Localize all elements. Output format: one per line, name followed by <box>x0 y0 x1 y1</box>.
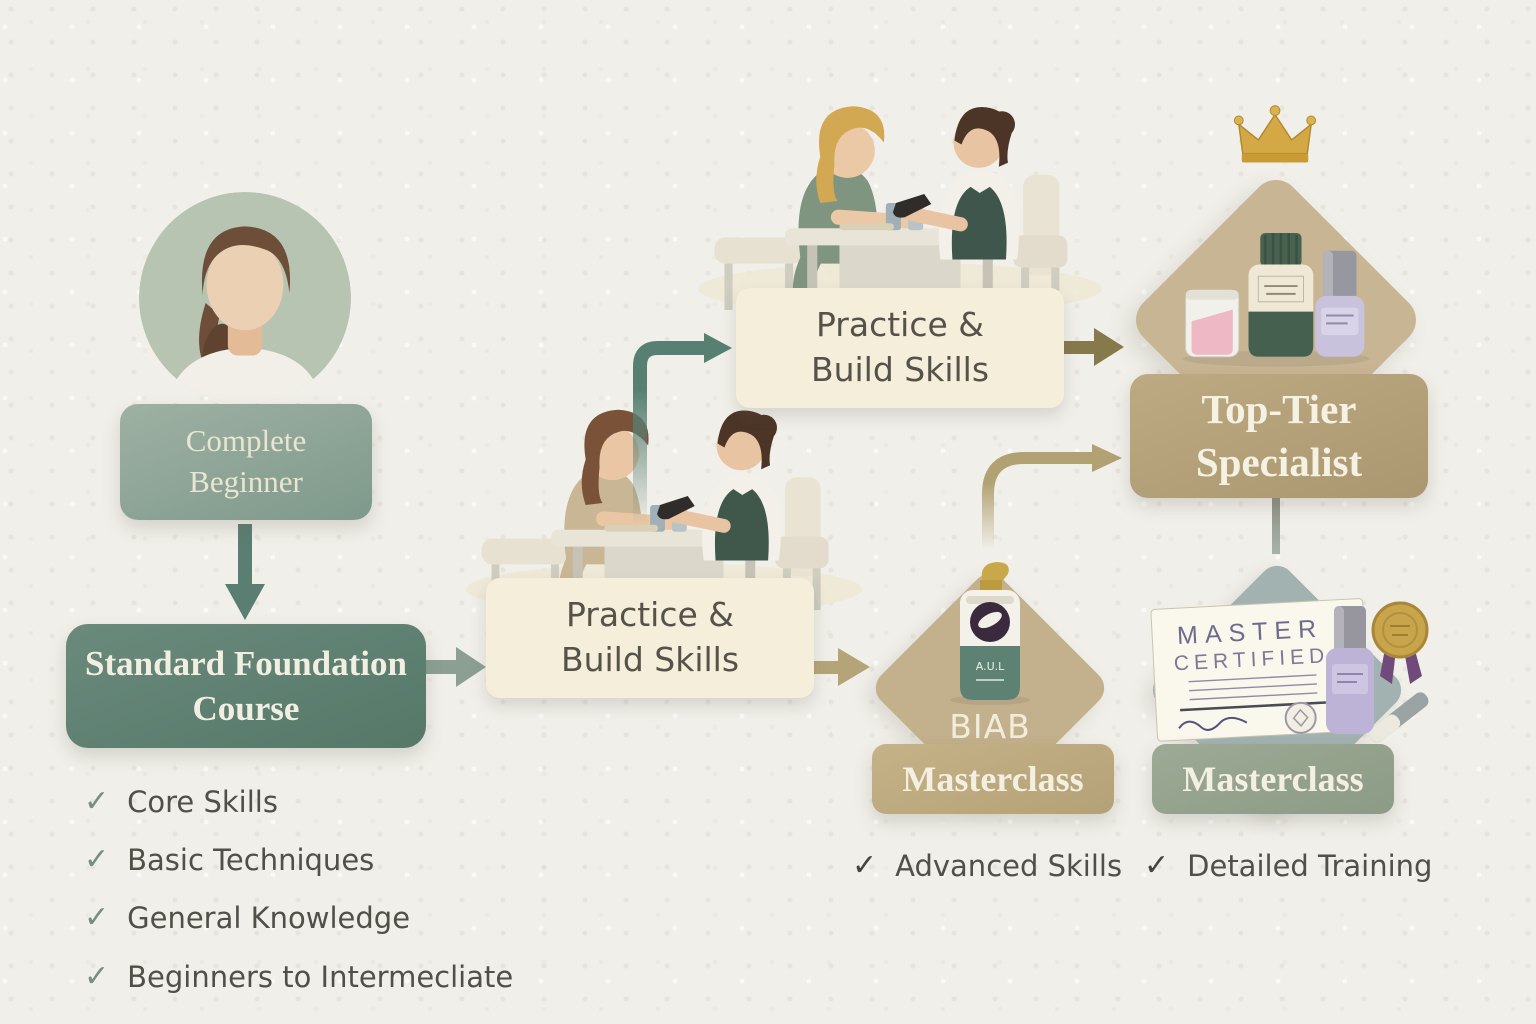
foundation-feature-core-skills: ✓ Core Skills <box>84 787 278 817</box>
check-icon: ✓ <box>84 900 110 935</box>
practice-label-lower: Practice & Build Skills <box>560 595 740 679</box>
biab-bottle-illustration: A.U.L <box>950 562 1030 705</box>
top-tier-specialist-label: Top-Tier Specialist <box>1195 385 1363 485</box>
foundation-feature-general-knowledge: ✓ General Knowledge <box>84 903 410 933</box>
arrow-practice-to-biab <box>810 648 870 686</box>
check-icon: ✓ <box>84 784 110 819</box>
arrow-biab-to-toptier <box>982 444 1122 550</box>
practice-box-lower: Practice & Build Skills <box>486 578 814 698</box>
check-icon: ✓ <box>1144 848 1170 883</box>
polish-bottle-icon <box>1326 606 1374 734</box>
nail-products-illustration <box>1182 233 1370 367</box>
feature-label: Advanced Skills <box>895 848 1123 883</box>
feature-label: Detailed Training <box>1187 848 1433 883</box>
arrow-practice-to-toptier-diamond <box>1064 328 1124 366</box>
connector-toptier-to-master <box>1272 498 1280 554</box>
feature-label: Beginners to Intermecliate <box>127 959 514 994</box>
master-masterclass-label: Masterclass <box>1182 759 1364 799</box>
foundation-feature-basic-techniques: ✓ Basic Techniques <box>84 845 374 875</box>
crown-icon <box>1233 105 1317 163</box>
check-icon: ✓ <box>852 848 878 883</box>
arrow-foundation-to-practice <box>424 647 486 687</box>
biab-bottle-label: A.U.L <box>976 660 1005 673</box>
complete-beginner-label: Complete Beginner <box>185 423 307 499</box>
master-feature-detailed-training: ✓ Detailed Training <box>1144 851 1432 881</box>
biab-tag: BIAB <box>949 707 1031 746</box>
certificate-illustration: MASTER CERTIFIED <box>1150 598 1429 743</box>
foundation-feature-beginners: ✓ Beginners to Intermecliate <box>84 962 513 992</box>
arrow-practice-loop-up <box>633 333 732 525</box>
complete-beginner-box: Complete Beginner <box>120 404 372 520</box>
foundation-course-label: Standard Foundation Course <box>85 643 407 729</box>
gold-badge-icon <box>1371 601 1429 684</box>
nail-file-icon <box>1369 692 1429 743</box>
biab-masterclass-box: Masterclass <box>872 744 1114 814</box>
arrow-beginner-to-foundation <box>225 524 265 620</box>
practice-box-upper: Practice & Build Skills <box>736 288 1064 408</box>
biab-feature-advanced-skills: ✓ Advanced Skills <box>852 851 1122 881</box>
practice-label-upper: Practice & Build Skills <box>810 305 990 389</box>
feature-label: General Knowledge <box>127 900 411 935</box>
biab-masterclass-label: Masterclass <box>902 759 1084 799</box>
master-masterclass-box: Masterclass <box>1152 744 1394 814</box>
top-tier-specialist-box: Top-Tier Specialist <box>1130 374 1428 498</box>
check-icon: ✓ <box>84 959 110 994</box>
foundation-course-box: Standard Foundation Course <box>66 624 426 748</box>
feature-label: Basic Techniques <box>127 842 375 877</box>
beginner-avatar <box>139 192 351 404</box>
check-icon: ✓ <box>84 842 110 877</box>
practice-scene-illustration-upper <box>688 82 1112 314</box>
feature-label: Core Skills <box>127 784 278 819</box>
